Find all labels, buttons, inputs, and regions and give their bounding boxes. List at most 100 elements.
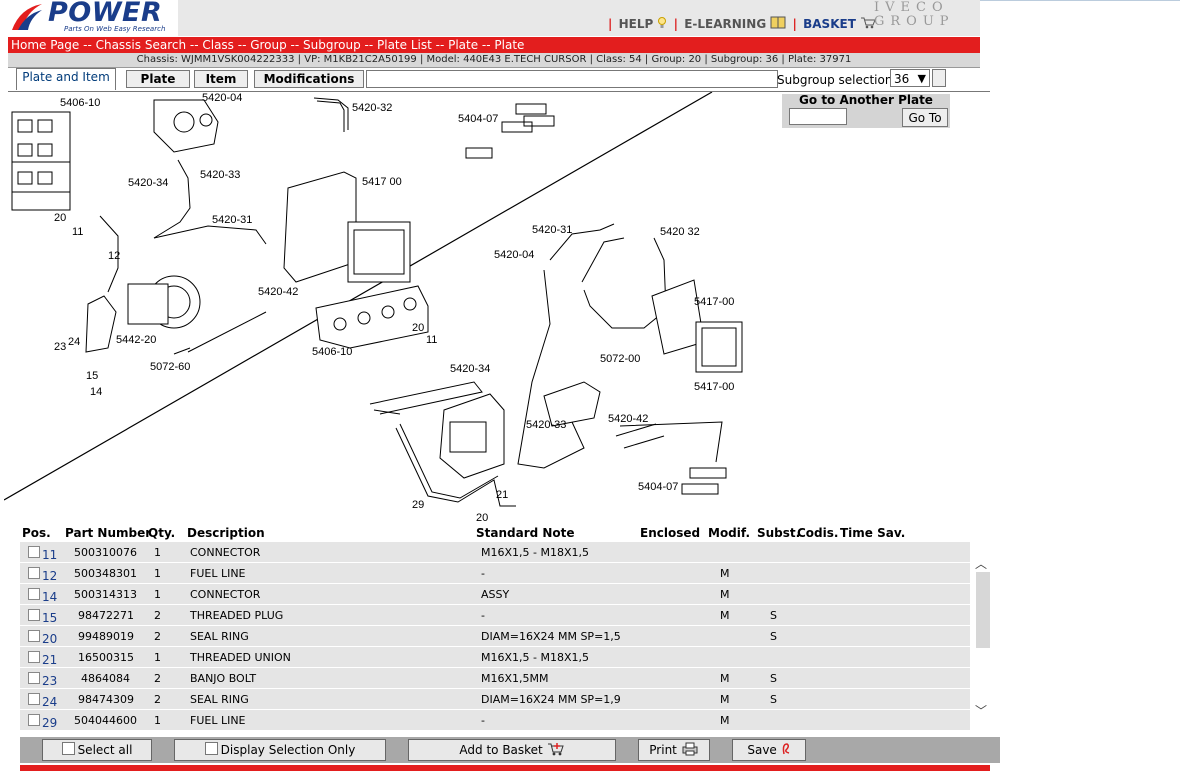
diagram-label[interactable]: 5072-60 [150, 361, 190, 373]
position-link[interactable]: 11 [42, 548, 58, 562]
table-row[interactable]: 12 500348301 1 FUEL LINE - M [20, 563, 970, 584]
table-row[interactable]: 14 500314313 1 CONNECTOR ASSY M [20, 584, 970, 605]
position-link[interactable]: 21 [42, 653, 58, 667]
diagram-label[interactable]: 24 [68, 336, 80, 348]
plate-number-input[interactable] [789, 108, 847, 125]
select-all-checkbox[interactable] [61, 742, 75, 755]
table-row[interactable]: 24 98474309 2 SEAL RING DIAM=16X24 MM SP… [20, 689, 970, 710]
position-link[interactable]: 14 [42, 590, 58, 604]
display-selection-checkbox[interactable] [204, 742, 218, 755]
row-checkbox[interactable] [28, 567, 40, 579]
row-checkbox[interactable] [28, 609, 40, 621]
quantity: 2 [154, 672, 161, 685]
description: FUEL LINE [190, 567, 246, 580]
diagram-label[interactable]: 5420-32 [352, 102, 392, 114]
table-row[interactable]: 21 16500315 1 THREADED UNION M16X1,5 - M… [20, 647, 970, 668]
row-checkbox[interactable] [28, 651, 40, 663]
column-header-pos: Pos. [22, 526, 51, 540]
diagram-label[interactable]: 29 [412, 499, 424, 511]
column-header-modif: Modif. [708, 526, 751, 540]
scroll-up-icon[interactable]: ︿ [975, 557, 988, 571]
select-all-button[interactable]: Select all [42, 739, 152, 761]
diagram-label[interactable]: 5420 32 [660, 226, 700, 238]
table-row[interactable]: 15 98472271 2 THREADED PLUG - M S [20, 605, 970, 626]
position-link[interactable]: 15 [42, 611, 58, 625]
diagram-label[interactable]: 5417-00 [694, 296, 734, 308]
print-button[interactable]: Print [638, 739, 710, 761]
diagram-label[interactable]: 5420-31 [212, 214, 252, 226]
display-selection-only-button[interactable]: Display Selection Only [174, 739, 386, 761]
table-row[interactable]: 11 500310076 1 CONNECTOR M16X1,5 - M18X1… [20, 542, 970, 563]
column-header-part-number: Part Number [65, 526, 152, 540]
elearning-link[interactable]: E-LEARNING [684, 17, 767, 31]
diagram-label[interactable]: 5420-42 [258, 286, 298, 298]
row-checkbox[interactable] [28, 714, 40, 726]
save-button[interactable]: Save [732, 739, 806, 761]
row-checkbox[interactable] [28, 693, 40, 705]
add-to-basket-button[interactable]: Add to Basket [408, 739, 616, 761]
diagram-label[interactable]: 5420-04 [202, 92, 242, 104]
diagram-label[interactable]: 5420-34 [450, 363, 490, 375]
diagram-label[interactable]: 5420-34 [128, 177, 168, 189]
table-row[interactable]: 29 504044600 1 FUEL LINE - M [20, 710, 970, 731]
diagram-label[interactable]: 5406-10 [60, 97, 100, 109]
chevron-down-icon: ▼ [917, 72, 926, 85]
diagram-label[interactable]: 5420-33 [200, 169, 240, 181]
column-header-enclosed: Enclosed [640, 526, 701, 540]
tab-plate[interactable]: Plate [126, 70, 190, 88]
subgroup-select[interactable]: 36 ▼ [890, 69, 930, 87]
diagram-label[interactable]: 5406-10 [312, 346, 352, 358]
row-checkbox[interactable] [28, 546, 40, 558]
help-link[interactable]: HELP [618, 17, 654, 31]
row-checkbox[interactable] [28, 588, 40, 600]
row-checkbox[interactable] [28, 672, 40, 684]
position-link[interactable]: 12 [42, 569, 58, 583]
position-link[interactable]: 23 [42, 674, 58, 688]
diagram-label[interactable]: 15 [86, 370, 98, 382]
basket-link[interactable]: BASKET [803, 17, 856, 31]
separator: | [673, 17, 679, 31]
diagram-label[interactable]: 20 [412, 322, 424, 334]
diagram-label[interactable]: 5420-42 [608, 413, 648, 425]
position-link[interactable]: 24 [42, 695, 58, 709]
tab-plate-and-item[interactable]: Plate and Item [16, 68, 116, 90]
diagram-label[interactable]: 14 [90, 386, 102, 398]
diagram-label[interactable]: 11 [426, 334, 437, 346]
scrollbar-thumb[interactable] [976, 572, 990, 648]
description: FUEL LINE [190, 714, 246, 727]
diagram-label[interactable]: 23 [54, 341, 66, 353]
part-number: 504044600 [74, 714, 137, 727]
diagram-label[interactable]: 5420-33 [526, 419, 566, 431]
position-link[interactable]: 29 [42, 716, 58, 730]
table-row[interactable]: 20 99489019 2 SEAL RING DIAM=16X24 MM SP… [20, 626, 970, 647]
diagram-label[interactable]: 5404-07 [458, 113, 498, 125]
tab-modifications[interactable]: Modifications [254, 70, 364, 88]
diagram-label[interactable]: 5420-31 [532, 224, 572, 236]
divider [8, 91, 990, 92]
power-logo[interactable]: POWER Parts On Web Easy Research [8, 0, 178, 36]
diagram-label[interactable]: 12 [108, 250, 120, 262]
parts-table-header: Pos. Part Number Qty. Description Standa… [20, 525, 970, 541]
quantity: 1 [154, 714, 161, 727]
position-link[interactable]: 20 [42, 632, 58, 646]
diagram-label[interactable]: 20 [476, 512, 488, 524]
goto-plate-title: Go to Another Plate [799, 93, 933, 107]
row-checkbox[interactable] [28, 630, 40, 642]
exploded-parts-diagram[interactable]: 5406-10 5420-04 5420-32 5404-07 5420-34 … [4, 92, 774, 525]
goto-button[interactable]: Go To [902, 108, 948, 127]
diagram-label[interactable]: 5404-07 [638, 481, 678, 493]
diagram-label[interactable]: 20 [54, 212, 66, 224]
diagram-label[interactable]: 5417-00 [694, 381, 734, 393]
diagram-label[interactable]: 21 [496, 489, 508, 501]
standard-note: DIAM=16X24 MM SP=1,5 [481, 630, 621, 643]
tab-item[interactable]: Item [194, 70, 248, 88]
diagram-label[interactable]: 5072-00 [600, 353, 640, 365]
diagram-label[interactable]: 5442-20 [116, 334, 156, 346]
diagram-label[interactable]: 5420-04 [494, 249, 534, 261]
scroll-down-icon[interactable]: ﹀ [975, 704, 988, 718]
modif: M [720, 672, 730, 685]
diagram-label[interactable]: 5417 00 [362, 176, 402, 188]
table-row[interactable]: 23 4864084 2 BANJO BOLT M16X1,5MM M S [20, 668, 970, 689]
diagram-label[interactable]: 11 [72, 226, 83, 238]
breadcrumb[interactable]: Home Page -- Chassis Search -- Class -- … [8, 37, 980, 53]
